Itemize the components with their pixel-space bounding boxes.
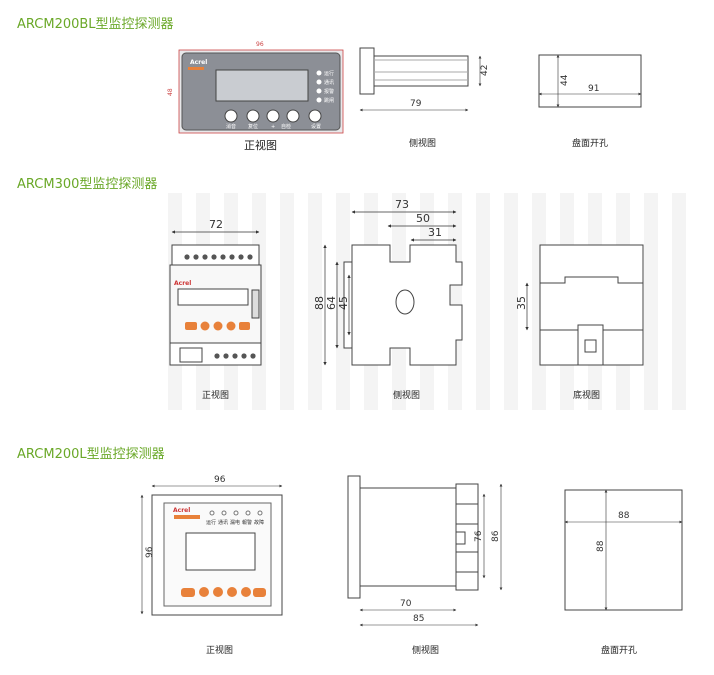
dim-height: 88 (596, 540, 606, 552)
panel-buttons: 消音 复位 + 自检 设置 (224, 109, 322, 130)
dim-width: 88 (618, 511, 630, 521)
led-label: 報警 (242, 519, 252, 526)
view-caption: 盘面开孔 (572, 137, 608, 149)
status-leds: 运行 通讯 报警 跳闸 (316, 70, 334, 104)
arcm300-bottom-view: 35 底视图 (515, 244, 644, 401)
led-label: 运行 (206, 519, 216, 526)
button-label: 消音 (226, 123, 236, 130)
button-label: 设置 (311, 123, 321, 130)
view-caption: 盘面开孔 (601, 644, 637, 656)
brand-logo: Acrel (174, 280, 191, 287)
dim-width: 96 (214, 475, 226, 485)
view-caption: 正视图 (206, 644, 233, 656)
section-title-arcm200bl: ARCM200BL型监控探测器 (17, 17, 174, 32)
arcm200l-cutout-view: 88 88 盘面开孔 (564, 489, 683, 656)
dim-d3: 31 (428, 226, 442, 239)
brand-logo: Acrel (173, 507, 190, 514)
dim-height: 44 (560, 74, 570, 86)
model-tag (174, 515, 200, 519)
view-caption: 侧视图 (409, 137, 436, 149)
dim-h3: 45 (337, 296, 350, 310)
arcm200l-front-view: 96 96 Acrel 运行 通讯 漏电 報警 故障 正视图 (140, 475, 283, 656)
panel-buttons (185, 321, 250, 331)
view-caption: 底视图 (573, 389, 600, 401)
led-label: 故障 (254, 519, 264, 526)
lcd-screen (185, 532, 256, 571)
led-label: 报警 (324, 88, 334, 95)
dim-h2: 86 (491, 530, 501, 542)
arcm200l-side-view: 76 86 70 85 侧视图 (347, 475, 503, 656)
view-caption: 侧视图 (412, 644, 439, 656)
view-caption: 正视图 (244, 138, 277, 152)
arcm300-front-view: 72 Acrel 正视图 (169, 218, 262, 401)
led-label: 运行 (324, 70, 334, 77)
arcm300-side-view: 73 50 31 88 64 45 侧视图 (313, 198, 463, 401)
dim-d1: 73 (395, 198, 409, 211)
lcd-screen (215, 69, 309, 102)
lcd-screen (177, 288, 249, 306)
dim-height: 42 (480, 65, 490, 76)
model-tag (188, 67, 204, 70)
led-label: 漏电 (230, 519, 240, 526)
arcm200bl-side-view: 79 42 侧视图 (359, 47, 490, 149)
view-caption: 侧视图 (393, 389, 420, 401)
brand-logo: Acrel (190, 59, 207, 66)
dim-height: 48 (167, 88, 174, 96)
button-label: 复位 (248, 123, 258, 130)
dim-h1: 88 (313, 296, 326, 310)
arcm200bl-front-view: Acrel 运行 通讯 报警 跳闸 消音 复位 + 自检 设置 96 48 正视… (167, 41, 344, 152)
panel-buttons (181, 587, 266, 597)
dim-h2: 64 (325, 296, 338, 310)
dim-width: 96 (256, 41, 264, 48)
led-label: 通讯 (324, 79, 334, 86)
led-label: 跳闸 (324, 97, 334, 104)
led-label: 通讯 (218, 519, 228, 526)
dim-d2: 85 (413, 614, 424, 624)
dim-d2: 50 (416, 212, 430, 225)
dim-h1: 76 (474, 530, 484, 542)
dim-depth: 79 (410, 99, 422, 109)
section-title-arcm300: ARCM300型监控探测器 (17, 177, 158, 192)
view-caption: 正视图 (202, 389, 229, 401)
dim-width: 72 (209, 218, 223, 231)
button-label: 自检 (281, 123, 291, 130)
dim-width: 91 (588, 84, 599, 94)
arcm200bl-cutout-view: 91 44 盘面开孔 (538, 54, 642, 149)
section-title-arcm200l: ARCM200L型监控探测器 (17, 447, 165, 462)
dim-d1: 70 (400, 599, 412, 609)
dim-height: 35 (515, 296, 528, 310)
status-leds (209, 510, 263, 516)
dim-height: 96 (145, 546, 155, 558)
button-label: + (271, 124, 275, 130)
